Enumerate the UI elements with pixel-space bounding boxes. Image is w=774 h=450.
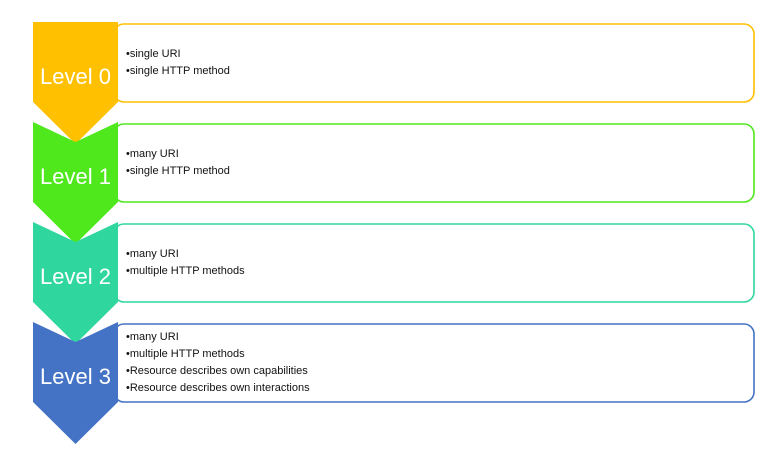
level-3-item: •multiple HTTP methods [126, 348, 245, 360]
level-1-box [113, 123, 755, 203]
level-0-item: •single HTTP method [126, 65, 230, 77]
level-1-label: Level 1 [40, 164, 111, 189]
level-2-chevron [33, 222, 118, 344]
level-2-item: •multiple HTTP methods [126, 265, 245, 277]
level-0-chevron [33, 22, 118, 144]
level-2-box [113, 223, 755, 303]
level-2-item: •many URI [126, 248, 179, 260]
level-3-label: Level 3 [40, 364, 111, 389]
level-2-label: Level 2 [40, 264, 111, 289]
level-0-item: •single URI [126, 48, 181, 60]
level-3-item: •Resource describes own interactions [126, 382, 310, 394]
level-3-chevron [33, 322, 118, 444]
level-3-item: •many URI [126, 331, 179, 343]
level-3-item: •Resource describes own capabilities [126, 365, 308, 377]
level-1-item: •single HTTP method [126, 165, 230, 177]
level-0-label: Level 0 [40, 64, 111, 89]
level-1-chevron [33, 122, 118, 244]
level-0-box [113, 23, 755, 103]
level-1-item: •many URI [126, 148, 179, 160]
